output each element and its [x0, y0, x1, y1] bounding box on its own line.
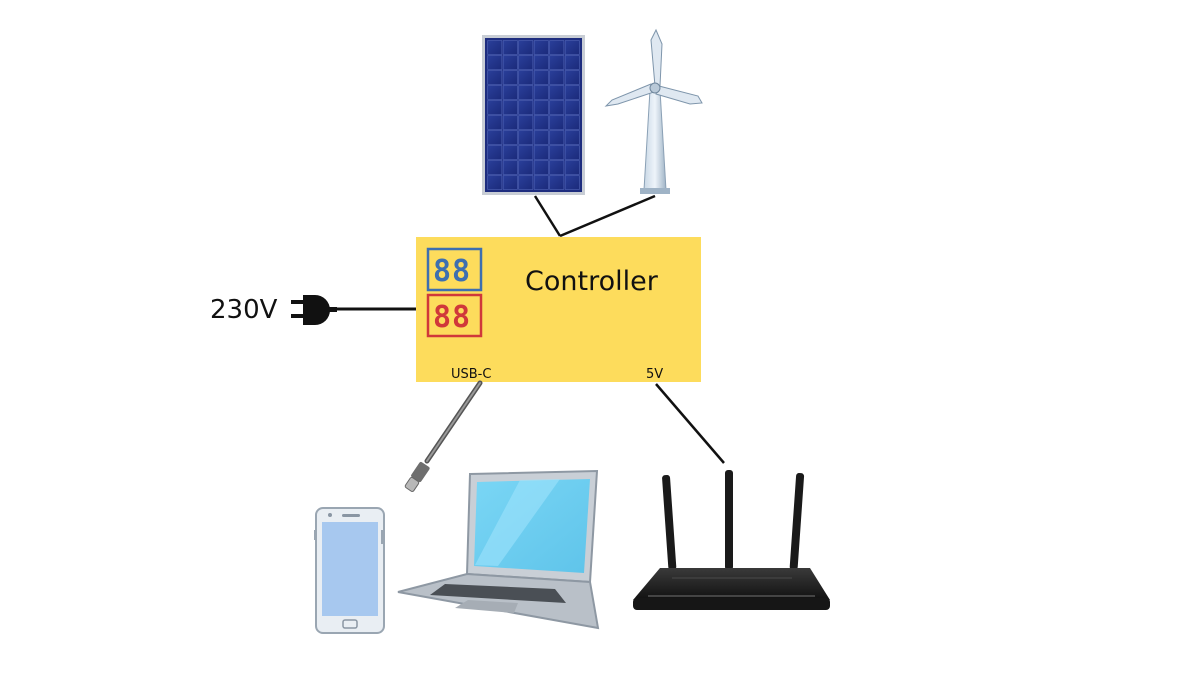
solar-cell: [533, 160, 549, 175]
display-bottom: 88: [426, 293, 483, 338]
solar-cell: [518, 70, 534, 85]
laptop-icon: [397, 469, 600, 630]
display-top-value: 88: [433, 254, 471, 289]
solar-cell: [533, 85, 549, 100]
solar-cell: [533, 55, 549, 70]
solar-cell: [549, 115, 565, 130]
solar-cell: [549, 85, 565, 100]
solar-cell: [533, 40, 549, 55]
controller-title: Controller: [525, 266, 659, 297]
solar-cell: [518, 100, 534, 115]
solar-cell: [518, 40, 534, 55]
solar-cell: [564, 115, 580, 130]
solar-cell: [564, 130, 580, 145]
display-top: 88: [426, 247, 483, 292]
solar-cell: [549, 100, 565, 115]
solar-cell: [518, 145, 534, 160]
solar-panel-icon: [482, 35, 585, 195]
power-input: 230V: [210, 295, 416, 325]
port-5v-label: 5V: [646, 367, 663, 382]
solar-cell: [549, 175, 565, 190]
display-bottom-value: 88: [433, 300, 471, 335]
solar-cell: [502, 55, 518, 70]
solar-cell: [564, 160, 580, 175]
solar-cell: [549, 70, 565, 85]
usb-c-cable: [404, 380, 483, 492]
solar-cell: [487, 115, 503, 130]
solar-cell: [502, 40, 518, 55]
solar-cell: [518, 55, 534, 70]
solar-cell: [487, 85, 503, 100]
solar-cell: [533, 175, 549, 190]
solar-cell: [502, 160, 518, 175]
solar-cell: [533, 70, 549, 85]
solar-cell: [533, 145, 549, 160]
solar-cell: [518, 130, 534, 145]
port-usb-c-label: USB-C: [451, 367, 491, 382]
power-plug-icon: [291, 295, 337, 325]
solar-cell: [549, 130, 565, 145]
solar-cell: [487, 70, 503, 85]
solar-cell: [564, 40, 580, 55]
power-voltage-label: 230V: [210, 295, 278, 325]
solar-cell: [502, 130, 518, 145]
solar-cell: [533, 130, 549, 145]
solar-cell: [518, 85, 534, 100]
5v-wire: [655, 383, 725, 464]
solar-cell: [487, 175, 503, 190]
solar-cell: [549, 145, 565, 160]
solar-cell: [487, 55, 503, 70]
solar-cell: [502, 115, 518, 130]
solar-cell: [564, 85, 580, 100]
solar-cell: [502, 100, 518, 115]
wind-turbine-icon: [604, 28, 703, 194]
solar-cell: [564, 175, 580, 190]
solar-cell: [564, 55, 580, 70]
solar-cell: [533, 115, 549, 130]
solar-cell: [549, 40, 565, 55]
solar-cell: [518, 160, 534, 175]
solar-cell: [487, 130, 503, 145]
solar-cell: [549, 160, 565, 175]
controller-box: Controller 88 88 USB-C 5V: [416, 237, 701, 382]
solar-cell: [518, 115, 534, 130]
solar-cell: [564, 70, 580, 85]
solar-cell: [487, 100, 503, 115]
source-wires: [533, 194, 656, 238]
solar-cell: [518, 175, 534, 190]
solar-cell: [502, 145, 518, 160]
solar-cell: [502, 70, 518, 85]
smartphone-icon: [314, 507, 385, 634]
solar-cell: [487, 40, 503, 55]
solar-cell: [564, 145, 580, 160]
wifi-router-icon: [633, 470, 830, 610]
solar-cell: [533, 100, 549, 115]
solar-cell: [502, 175, 518, 190]
solar-cell: [502, 85, 518, 100]
solar-cell: [549, 55, 565, 70]
solar-cell: [487, 145, 503, 160]
solar-cell: [487, 160, 503, 175]
solar-cell: [564, 100, 580, 115]
